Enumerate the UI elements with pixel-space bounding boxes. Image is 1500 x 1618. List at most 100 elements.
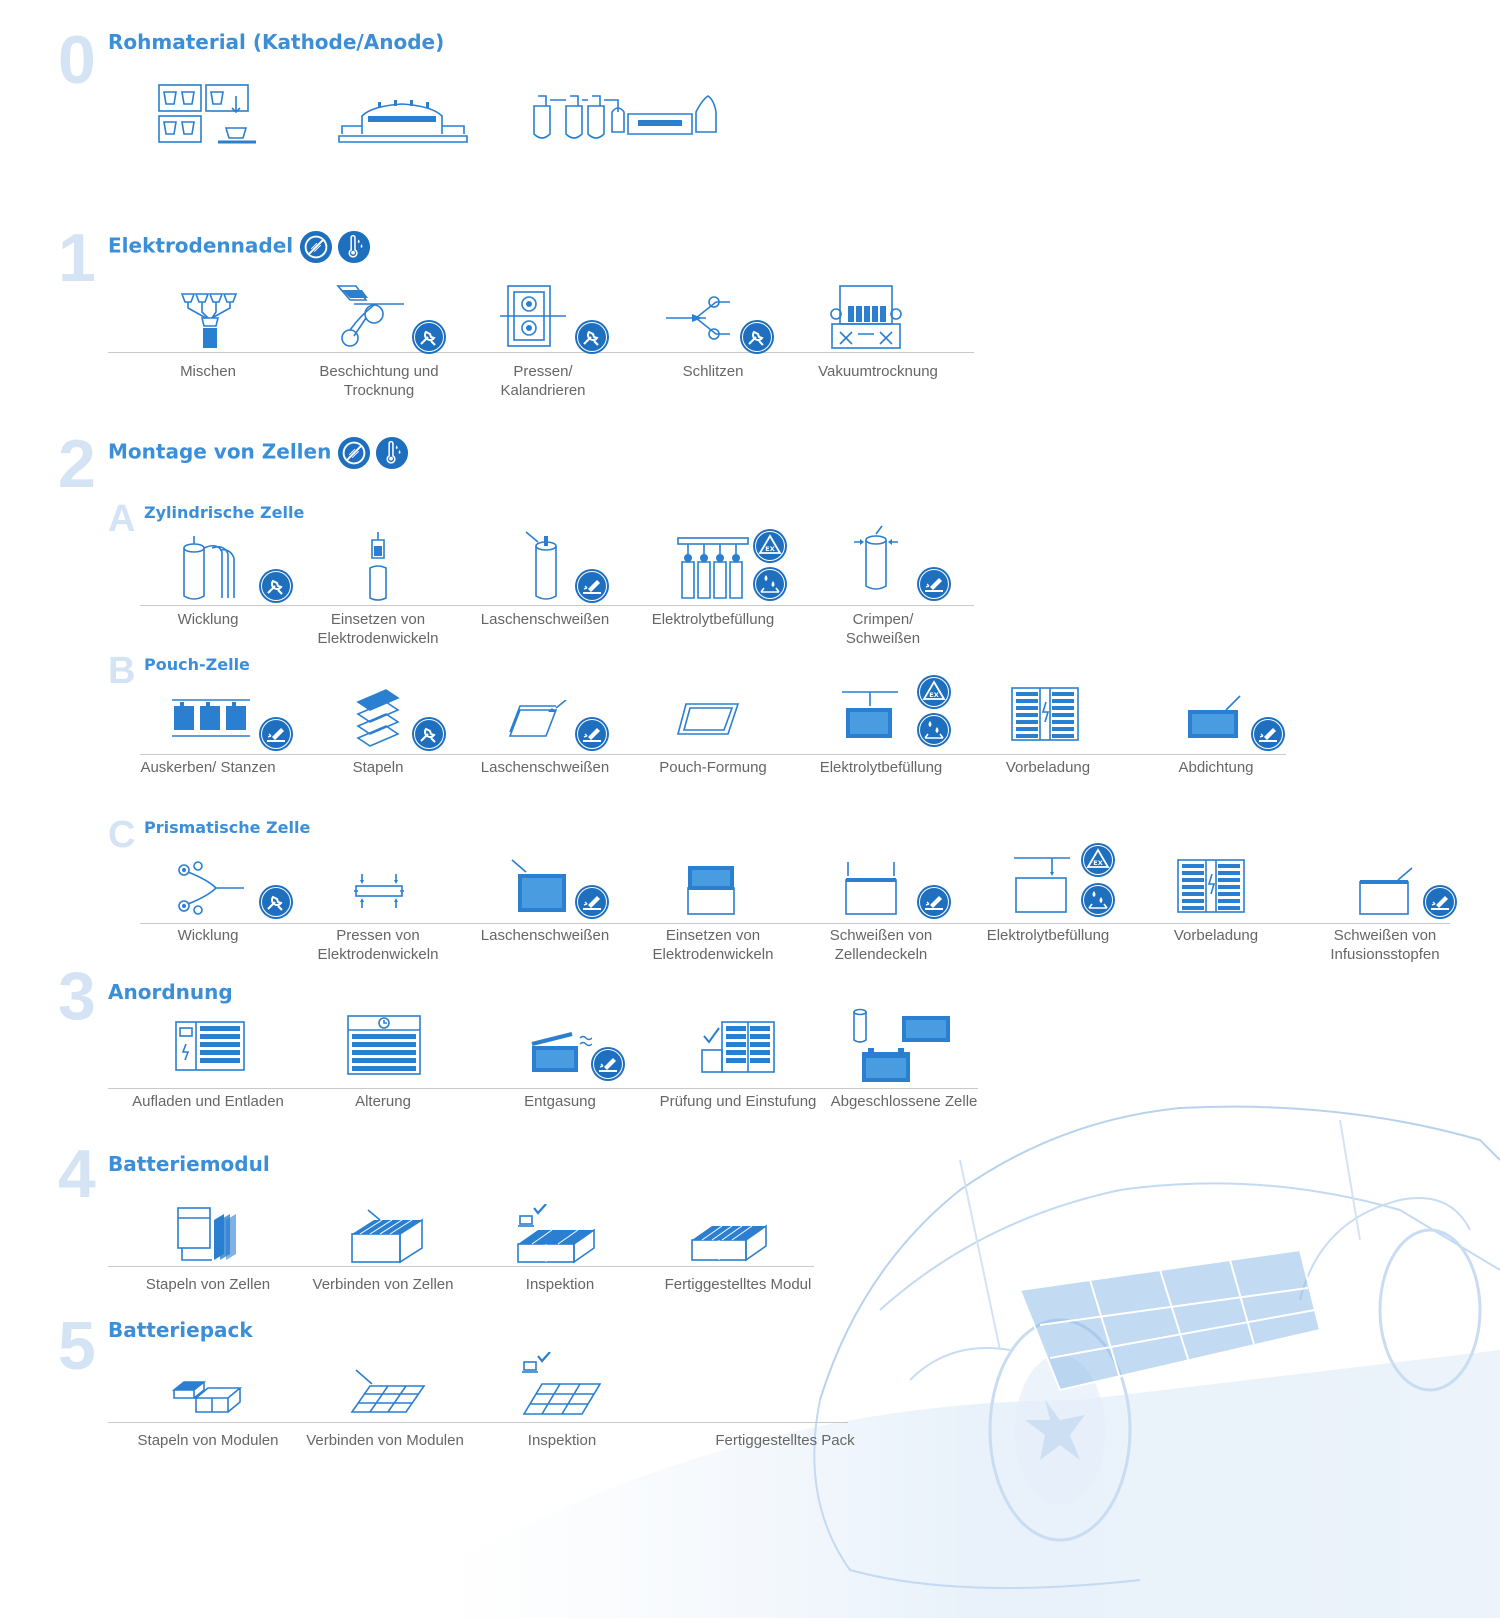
preloading-pouch-icon (1011, 687, 1079, 741)
step-label: Verbinden von Modulen (306, 1432, 464, 1449)
welding-badge-icon (916, 884, 952, 920)
section-title-batteriepack: Batteriepack (108, 1318, 253, 1342)
sealing-pouch-icon (1188, 695, 1241, 738)
subsection-letter: A (108, 498, 136, 540)
subsection-title-pouch: Pouch-Zelle (144, 655, 250, 674)
electrode-insertion-prismatic-icon (687, 866, 735, 915)
welding-badge-icon (590, 1046, 626, 1082)
section-number: 1 (58, 220, 96, 296)
electrode-insertion-icon (369, 532, 387, 601)
wrench-badge-icon (739, 319, 775, 355)
raw-material-storage-icon (158, 84, 256, 144)
slitting-icon (666, 296, 730, 340)
wrench-badge-icon (258, 568, 294, 604)
winding-prismatic-icon (178, 861, 244, 915)
electrolyte-filling-prismatic-icon (1014, 857, 1070, 913)
section-number: 5 (58, 1308, 96, 1384)
step-label: Schweißen von Infusionsstopfen (1330, 927, 1440, 963)
temperature-humidity-badge-icon (337, 230, 371, 264)
finished-module-icon (691, 1224, 767, 1262)
step-label: Vorbeladung (1173, 927, 1259, 944)
step-label: Verbinden von Zellen (312, 1276, 454, 1293)
step-label: Elektrolytbefüllung (819, 759, 943, 776)
charging-discharging-icon (175, 1021, 245, 1071)
connecting-cells-icon (351, 1209, 423, 1264)
step-label: Stapeln (352, 759, 404, 776)
vacuum-drying-icon (830, 285, 902, 349)
degassing-icon (531, 1032, 592, 1072)
step-label: Inspektion (525, 1276, 595, 1293)
inspection-module-icon (517, 1204, 595, 1264)
step-label: Pressen von Elektrodenwickeln (317, 927, 439, 963)
step-label: Pouch-Formung (659, 759, 767, 776)
mixing-icon (180, 293, 238, 348)
step-label: Elektrolytbefüllung (986, 927, 1110, 944)
step-label: Laschenschweißen (480, 611, 610, 628)
pressing-calendering-icon (500, 285, 566, 347)
crimping-welding-icon (854, 525, 898, 590)
step-label: Auskerben/ Stanzen (140, 759, 276, 776)
section-number: 2 (58, 426, 96, 502)
preloading-prismatic-icon (1177, 859, 1245, 913)
section-divider (108, 1422, 848, 1423)
section-title-montage: Montage von Zellen (108, 439, 332, 464)
winding-cylinder-icon (183, 536, 235, 600)
welding-badge-icon (1250, 716, 1286, 752)
pressing-electrode-roll-icon (354, 874, 404, 908)
step-label: Crimpen/ Schweißen (845, 611, 921, 647)
section-divider (140, 923, 1450, 924)
section-divider (108, 352, 974, 353)
step-label: Abdichtung (1178, 759, 1254, 776)
section-divider (140, 605, 974, 606)
connecting-modules-icon (350, 1369, 426, 1413)
welding-badge-icon (916, 566, 952, 602)
subsection-letter: C (108, 814, 136, 856)
step-label: Pressen/ Kalandrieren (500, 363, 586, 399)
inspection-pack-icon (522, 1352, 602, 1415)
step-label: Laschenschweißen (480, 759, 610, 776)
electrolyte-filling-cylinder-icon (677, 537, 749, 599)
step-label: Vakuumtrocknung (818, 363, 938, 380)
wrench-badge-icon (574, 319, 610, 355)
tab-welding-prismatic-icon (511, 859, 566, 912)
step-label: Laschenschweißen (480, 927, 610, 944)
temperature-humidity-badge-icon (375, 436, 409, 470)
section-title-anordnung: Anordnung (108, 980, 233, 1004)
notching-punching-icon (172, 699, 250, 737)
section-title-row: Montage von Zellen (108, 436, 409, 470)
no-dust-badge-icon (299, 230, 333, 264)
wrench-badge-icon (258, 884, 294, 920)
welding-badge-icon (574, 716, 610, 752)
welding-badge-icon (258, 716, 294, 752)
step-label: Alterung (355, 1093, 411, 1110)
grinding-mixing-line-icon (533, 95, 717, 139)
welding-badge-icon (1422, 884, 1458, 920)
step-label: Fertiggestelltes Modul (664, 1276, 812, 1293)
droplets-badge-icon (1080, 882, 1116, 918)
step-label: Mischen (180, 363, 236, 380)
car-background-illustration (440, 1105, 1500, 1618)
droplets-badge-icon (916, 712, 952, 748)
step-label: Wicklung (177, 927, 239, 944)
wrench-badge-icon (411, 319, 447, 355)
finished-cell-icon (853, 1008, 950, 1082)
tab-welding-cylinder-icon (525, 531, 557, 600)
step-label: Wicklung (177, 611, 239, 628)
step-label: Prüfung und Einstufung (659, 1093, 817, 1110)
step-label: Vorbeladung (1005, 759, 1091, 776)
explosion-badge-icon (916, 674, 952, 710)
tab-welding-pouch-icon (508, 700, 567, 737)
step-label: Abgeschlossene Zelle (830, 1093, 978, 1110)
section-title-elektrodennadel: Elektrodennadel (108, 233, 294, 258)
subsection-title-zylindrisch: Zylindrische Zelle (144, 503, 305, 522)
coating-drying-icon (336, 285, 404, 347)
section-divider (140, 754, 1286, 755)
section-title-batteriemodul: Batteriemodul (108, 1152, 270, 1176)
step-label: Fertiggestelltes Pack (715, 1432, 855, 1449)
no-dust-badge-icon (337, 436, 371, 470)
step-label: Einsetzen von Elektrodenwickeln (317, 611, 439, 647)
subsection-letter: B (108, 650, 136, 692)
section-number: 4 (58, 1136, 96, 1212)
explosion-badge-icon (752, 528, 788, 564)
welding-badge-icon (574, 568, 610, 604)
